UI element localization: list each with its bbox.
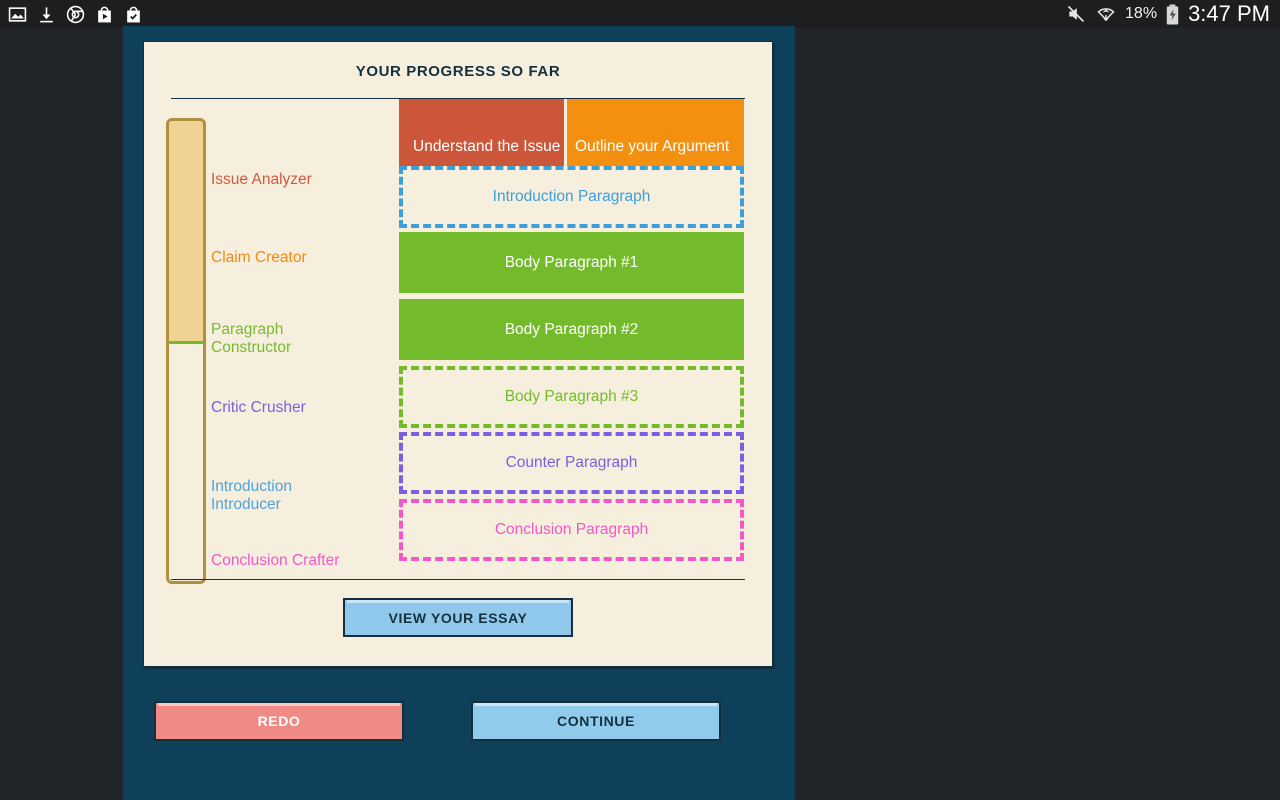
- android-status-bar: 18% 3:47 PM: [0, 0, 1280, 28]
- stage-label-1: Claim Creator: [211, 249, 307, 266]
- stage-label-4: Introduction Introducer: [211, 478, 292, 513]
- stage-label-2: Paragraph Constructor: [211, 321, 292, 356]
- redo-button[interactable]: REDO: [154, 701, 404, 741]
- page-title: YOUR PROGRESS SO FAR: [355, 63, 561, 80]
- stage-label-0: Issue Analyzer: [211, 171, 312, 188]
- play-store-icon: [95, 5, 114, 24]
- paragraph-block-4[interactable]: Counter Paragraph: [399, 432, 744, 494]
- paragraph-block-5[interactable]: Conclusion Paragraph: [399, 499, 744, 561]
- title-divider: [171, 98, 745, 99]
- progress-meter-fill: [169, 121, 203, 345]
- paragraph-block-3[interactable]: Body Paragraph #3: [399, 366, 744, 428]
- paragraph-block-1[interactable]: Body Paragraph #1: [399, 232, 744, 293]
- image-icon: [8, 5, 27, 24]
- download-icon: [37, 5, 56, 24]
- battery-percent-label: 18%: [1125, 5, 1158, 22]
- status-bar-clock: 3:47 PM: [1188, 1, 1270, 26]
- play-store-check-icon: [124, 5, 143, 24]
- view-essay-button[interactable]: VIEW YOUR ESSAY: [343, 598, 573, 637]
- paragraph-block-2[interactable]: Body Paragraph #2: [399, 299, 744, 360]
- bottom-action-bar: REDO CONTINUE: [123, 691, 795, 751]
- stage-label-5: Conclusion Crafter: [211, 552, 340, 569]
- card-footer: VIEW YOUR ESSAY: [144, 579, 772, 637]
- top-block-0[interactable]: Understand the Issue: [399, 99, 564, 166]
- vertical-progress-meter: [166, 118, 206, 584]
- stage-label-3: Critic Crusher: [211, 399, 306, 416]
- mute-icon: [1065, 4, 1087, 24]
- status-bar-right: 18% 3:47 PM: [1065, 1, 1270, 27]
- chrome-icon: [66, 5, 85, 24]
- status-bar-left-icons: [8, 5, 143, 24]
- continue-button[interactable]: CONTINUE: [471, 701, 721, 741]
- footer-divider: [171, 579, 745, 580]
- paragraph-block-0[interactable]: Introduction Paragraph: [399, 166, 744, 228]
- battery-charging-icon: [1165, 3, 1180, 25]
- top-block-1[interactable]: Outline your Argument: [567, 99, 744, 166]
- wifi-icon: [1095, 4, 1117, 24]
